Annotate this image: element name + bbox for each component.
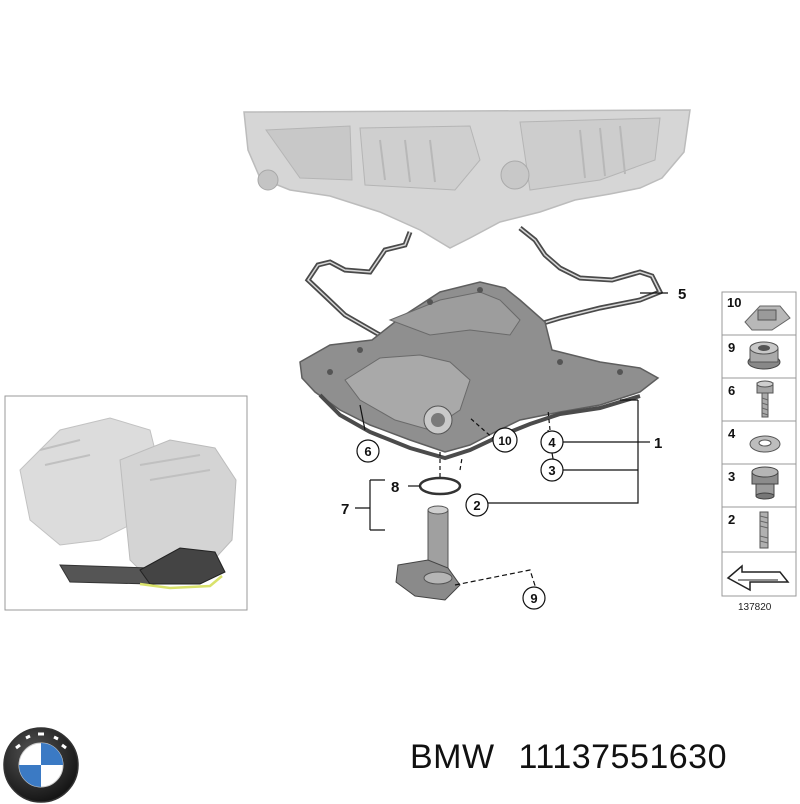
legend-num-10: 10 xyxy=(727,295,741,310)
legend-num-6: 6 xyxy=(728,383,735,398)
legend-num-2: 2 xyxy=(728,512,735,527)
engine-block xyxy=(243,109,691,249)
callout-3: 3 xyxy=(540,458,564,482)
brand-name: BMW xyxy=(410,738,495,776)
o-ring xyxy=(418,476,462,496)
parts-legend: 10 9 6 4 3 2 xyxy=(721,291,797,597)
bmw-logo xyxy=(3,727,79,803)
callout-8: 8 xyxy=(391,479,399,496)
callout-5: 5 xyxy=(678,286,686,303)
svg-text:2: 2 xyxy=(473,498,480,513)
svg-text:10: 10 xyxy=(498,434,512,448)
legend-num-9: 9 xyxy=(728,340,735,355)
part-number: 11137551630 xyxy=(518,738,728,776)
diagram-number: 137820 xyxy=(738,602,772,613)
svg-text:4: 4 xyxy=(548,435,556,450)
callout-7: 7 xyxy=(341,501,349,518)
engine-thumbnail xyxy=(4,395,248,611)
svg-text:6: 6 xyxy=(364,444,371,459)
callout-4: 4 xyxy=(540,430,564,454)
legend-num-4: 4 xyxy=(728,426,736,441)
svg-text:9: 9 xyxy=(530,591,537,606)
callout-1: 1 xyxy=(654,435,662,452)
washer-icon xyxy=(749,435,781,453)
drain-plug-icon xyxy=(751,466,779,500)
callout-2: 2 xyxy=(465,493,489,517)
bolt-icon xyxy=(756,380,774,418)
callout-6: 6 xyxy=(356,439,380,463)
arrow-icon xyxy=(726,564,790,592)
clip-icon xyxy=(744,305,791,331)
callout-9: 9 xyxy=(522,586,546,610)
stud-icon xyxy=(759,511,769,549)
oil-level-sensor xyxy=(395,505,461,601)
svg-text:3: 3 xyxy=(548,463,555,478)
legend-num-3: 3 xyxy=(728,469,735,484)
oil-pan xyxy=(299,281,660,461)
callout-10: 10 xyxy=(492,427,518,453)
part-caption: BMW 11137551630 xyxy=(410,738,790,782)
nut-icon xyxy=(747,341,781,370)
